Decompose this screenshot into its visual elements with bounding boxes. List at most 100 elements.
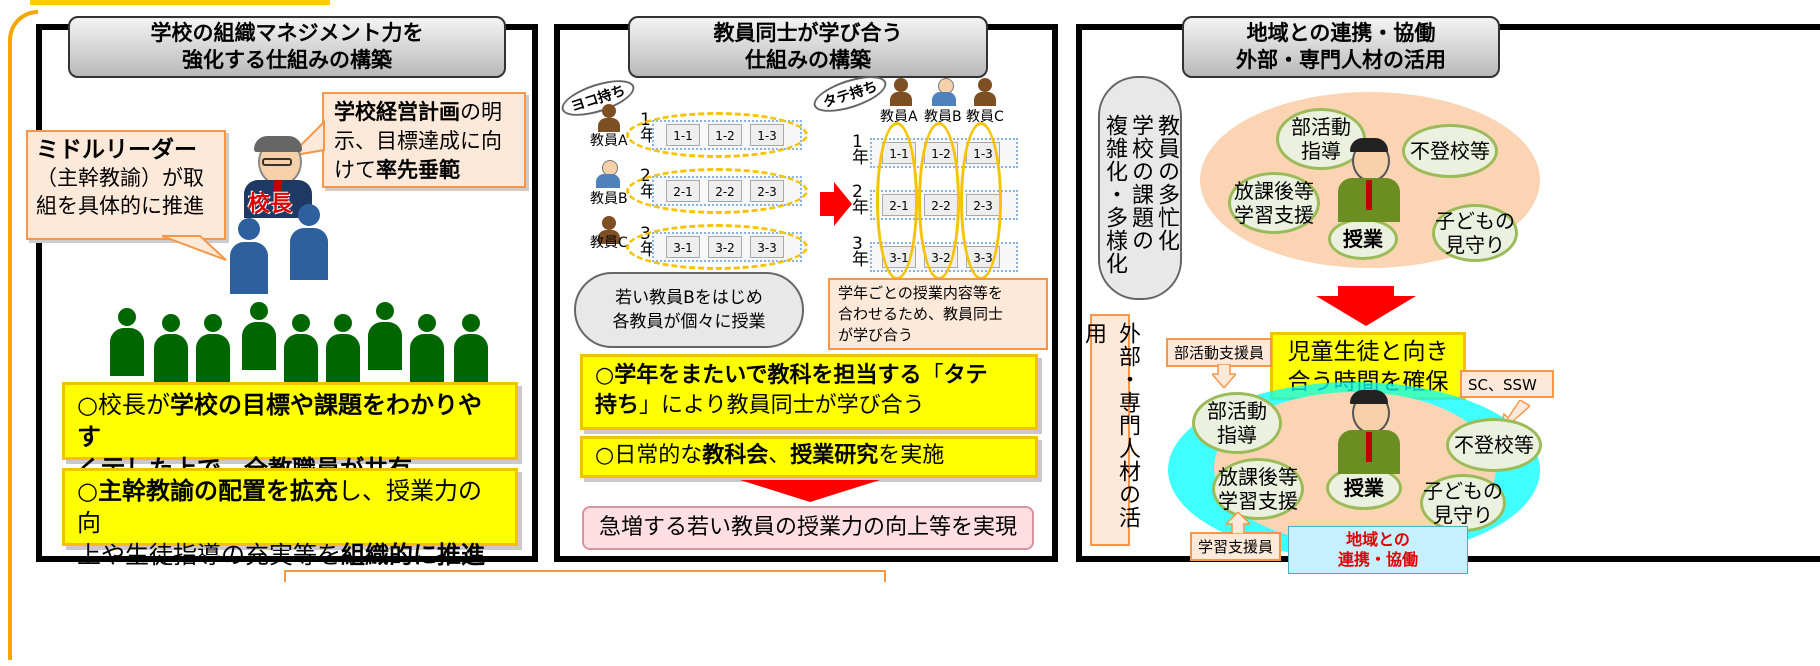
yoko-ellipse-2 — [626, 168, 808, 214]
panel2-box2: ○日常的な教科会、授業研究を実施 — [580, 436, 1038, 478]
tate-ellipse-2 — [918, 122, 960, 280]
middle-leader-figure-1 — [230, 218, 270, 294]
panel2-box1-bold3: 持ち — [595, 393, 640, 418]
panel2-box2-bold1: 教科会 — [702, 443, 769, 468]
panel1-box1-t1: ○校長が — [77, 391, 170, 419]
panel2-box2-bold2: 授業研究 — [790, 443, 879, 468]
tate-ellipse-1 — [876, 122, 918, 280]
cloud-workload-line2: 学校の課題の — [1128, 114, 1153, 252]
staff-figure — [242, 302, 276, 372]
tag-sc-ssw: SC、SSW — [1460, 370, 1554, 398]
cloud-workload-line3: 複雑化・多様化 — [1102, 114, 1127, 275]
panel1-box2-t3: 上や生徒指導の充実等を — [77, 541, 341, 569]
community-label-line1: 地域との — [1346, 530, 1410, 549]
panel1-title: 学校の組織マネジメント力を 強化する仕組みの構築 — [68, 16, 506, 78]
panel2-title-line1: 教員同士が学び合う — [713, 21, 903, 45]
top-yellow-strip — [30, 0, 330, 5]
tate-ellipse-3 — [960, 122, 1002, 280]
panel2-box2-t2: 、 — [768, 443, 791, 468]
external-talent-text: 外部・専門人材の活用 — [1081, 322, 1140, 529]
staff-figure — [410, 314, 444, 384]
bubble-afterschool-top: 放課後等 学習支援 — [1228, 172, 1320, 234]
panel1-box2-t1: ○ — [77, 477, 98, 505]
tate-diagram: 教員A 教員B 教員C 1 年 2 年 3 年 1-1 1-2 1-3 2-1 … — [846, 78, 1056, 280]
tate-note-line1: 学年ごとの授業内容等を — [838, 284, 1003, 302]
panel2-result: 急増する若い教員の授業力の向上等を実現 — [582, 506, 1034, 550]
bubble-truancy-bottom: 不登校等 — [1446, 418, 1542, 472]
red-down-arrow-2 — [1316, 286, 1416, 326]
principal-callout-t2: 示、目標達成に向 — [334, 129, 502, 153]
left-bracket — [8, 10, 38, 660]
bubble-watch-top: 子どもの 見守り — [1432, 204, 1518, 262]
panel1-box2-bold1: 主幹教諭の配置を拡充 — [97, 477, 338, 505]
panel2-box1-bold1: 学年をまたいで教科を担当する — [614, 363, 922, 388]
panel2-box1-t3: 」により教員同士が学び合う — [639, 393, 925, 418]
bubble-class-top: 授業 — [1328, 218, 1398, 260]
panel3-title: 地域との連携・協働 外部・専門人材の活用 — [1182, 16, 1500, 78]
middle-leader-title: ミドルリーダー — [36, 137, 197, 163]
staff-figure — [154, 314, 188, 384]
grade-label-1: 1 年 — [852, 132, 869, 168]
teacher-c-label: 教員C — [590, 235, 628, 251]
tag-learning-staff: 学習支援員 — [1190, 532, 1282, 561]
panel1-title-line1: 学校の組織マネジメント力を — [150, 21, 424, 45]
community-label-line2: 連携・協働 — [1337, 550, 1418, 569]
principal-label: 校長 — [248, 192, 293, 217]
learning-staff-arrow — [1226, 512, 1250, 534]
principal-callout-bold2: 率先垂範 — [376, 158, 460, 182]
bubble-club-bottom: 部活動 指導 — [1192, 392, 1282, 454]
teacher-a-figure — [598, 104, 622, 132]
cloud-workload-line1: 教員の多忙化 — [1154, 114, 1179, 252]
teacher-b-label: 教員B — [590, 191, 628, 207]
community-label: 地域との 連携・協働 — [1288, 526, 1468, 574]
teacher-center-figure-bottom — [1338, 390, 1402, 474]
cloud-young-teacher: 若い教員Bをはじめ 各教員が個々に授業 — [574, 272, 804, 348]
club-staff-arrow — [1212, 364, 1236, 388]
middle-leader-figure-2 — [290, 204, 330, 280]
teacher-b-figure — [596, 160, 622, 188]
middle-leader-line3: 組を具体的に推進 — [36, 194, 204, 218]
staff-figure — [196, 314, 230, 384]
teacher-a-label: 教員A — [590, 133, 628, 149]
panel1-box2-t2: し、授業力の向 — [77, 477, 482, 537]
staff-figure — [284, 314, 318, 384]
panel1-box1: ○校長が学校の目標や課題をわかりやす く示した上で、全教職員が共有 — [62, 382, 518, 483]
teacher-c-figure — [598, 216, 622, 244]
teacher-b-figure — [932, 78, 958, 106]
bubble-afterschool-bottom: 放課後等 学習支援 — [1212, 458, 1304, 520]
panel1-title-line2: 強化する仕組みの構築 — [182, 48, 392, 72]
yoko-ellipse-3 — [626, 224, 808, 270]
staff-figure — [454, 314, 488, 384]
teacher-b-label: 教員B — [924, 109, 962, 125]
staff-figure — [326, 314, 360, 384]
red-right-arrow — [820, 182, 852, 226]
time-box-line1: 児童生徒と向き — [1287, 339, 1449, 365]
panel2-title-line2: 仕組みの構築 — [745, 48, 871, 72]
panel2-box1-bold2: タテ — [943, 363, 988, 388]
middle-leader-callout-tail — [161, 235, 227, 261]
principal-callout-bold1: 学校経営計画 — [334, 100, 460, 124]
cloud-line1: 若い教員Bをはじめ — [615, 288, 763, 308]
principal-callout-t3: けて — [334, 158, 376, 182]
tate-note: 学年ごとの授業内容等を 合わせるため、教員同士 が学び合う — [828, 278, 1048, 350]
principal-callout-t1: の明 — [460, 100, 502, 124]
tag-club-staff: 部活動支援員 — [1166, 338, 1273, 367]
panel2-title: 教員同士が学び合う 仕組みの構築 — [628, 16, 988, 78]
teacher-center-figure — [1338, 138, 1402, 222]
panel2-box2-t1: ○日常的な — [595, 443, 703, 468]
middle-leader-line2: （主幹教諭）が取 — [36, 166, 204, 190]
tate-note-line3: が学び合う — [838, 326, 914, 344]
staff-figures — [110, 300, 490, 382]
bubble-truancy-top: 不登校等 — [1402, 124, 1498, 178]
teacher-a-figure — [890, 78, 914, 106]
cloud-workload: 教員の多忙化 学校の課題の 複雑化・多様化 — [1098, 76, 1182, 300]
external-talent-label: 外部・専門人材の活用 — [1081, 314, 1140, 546]
principal-callout: 学校経営計画の明 示、目標達成に向 けて率先垂範 — [322, 92, 526, 188]
panel3-title-line2: 外部・専門人材の活用 — [1236, 48, 1446, 72]
panel2-box1-t1: ○ — [595, 363, 615, 388]
panel2-box2-t3: を実施 — [878, 443, 945, 468]
bubble-watch-bottom: 子どもの 見守り — [1420, 474, 1506, 532]
grade-label-2: 2 年 — [852, 182, 869, 218]
red-down-arrow — [740, 480, 880, 502]
panel1-box1-bold1: 学校の目標や課題をわかりやす — [77, 391, 482, 451]
